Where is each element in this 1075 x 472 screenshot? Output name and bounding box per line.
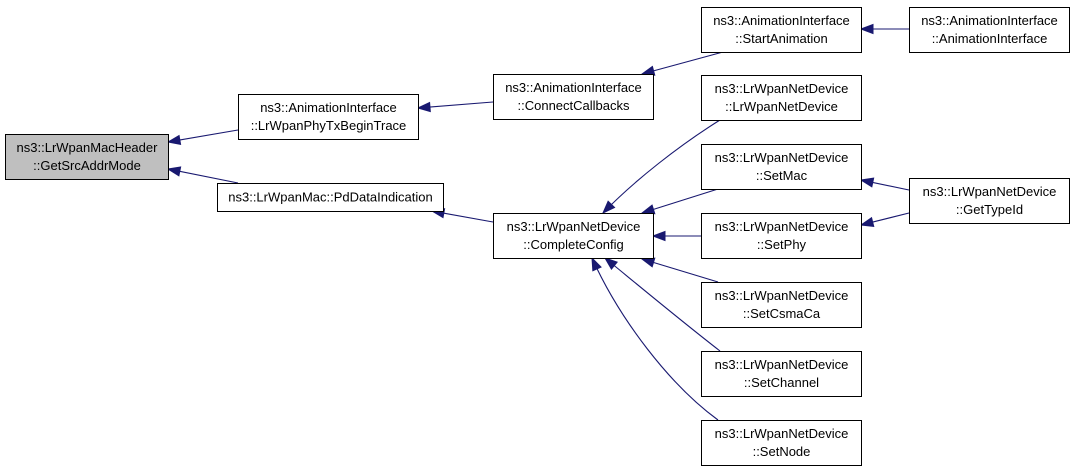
edge-setchan-to-complete-arrowhead [603, 257, 618, 270]
node-pddata[interactable]: ns3::LrWpanMac::PdDataIndication [217, 183, 444, 212]
node-box [701, 75, 862, 121]
node-label-line: ::GetTypeId [956, 202, 1023, 217]
edge-connect-to-phytx [427, 101, 494, 108]
node-label-line: ns3::LrWpanNetDevice [715, 219, 849, 234]
node-box [493, 213, 654, 259]
edge-connect-to-phytx-arrowhead [416, 101, 431, 113]
node-box [701, 351, 862, 397]
node-label-line: ns3::LrWpanMacHeader [17, 140, 159, 155]
edge-setmac-to-complete [651, 188, 719, 211]
node-setphy[interactable]: ns3::LrWpanNetDevice::SetPhy [701, 213, 862, 259]
edge-anim-to-start-arrowhead [859, 23, 874, 35]
edge-typeid-to-setmac [870, 181, 910, 191]
node-label-line: ns3::AnimationInterface [713, 13, 850, 28]
edge-phytx-to-root-arrowhead [166, 134, 182, 146]
node-box [701, 213, 862, 259]
node-setcsma[interactable]: ns3::LrWpanNetDevice::SetCsmaCa [701, 282, 862, 328]
node-label-line: ::SetNode [753, 444, 811, 459]
node-box [5, 134, 169, 180]
node-label-line: ns3::LrWpanNetDevice [507, 219, 641, 234]
node-setchan[interactable]: ns3::LrWpanNetDevice::SetChannel [701, 351, 862, 397]
node-label-line: ::ConnectCallbacks [518, 98, 630, 113]
node-start[interactable]: ns3::AnimationInterface::StartAnimation [701, 7, 862, 53]
edge-setnode-to-complete-arrowhead [591, 256, 602, 272]
node-box [701, 420, 862, 466]
node-box [909, 178, 1070, 224]
node-typeid[interactable]: ns3::LrWpanNetDevice::GetTypeId [909, 178, 1070, 224]
edge-complete-to-pddata [441, 212, 494, 223]
node-label-line: ns3::AnimationInterface [260, 100, 397, 115]
node-setmac[interactable]: ns3::LrWpanNetDevice::SetMac [701, 144, 862, 190]
node-root[interactable]: ns3::LrWpanMacHeader::GetSrcAddrMode [5, 134, 169, 180]
edge-start-to-connect [651, 51, 724, 72]
edge-setphy-to-complete-arrowhead [651, 230, 666, 242]
edge-typeid-to-setphy [870, 212, 910, 224]
nodes-layer: ns3::LrWpanMacHeader::GetSrcAddrModens3:… [5, 7, 1070, 466]
edge-setnode-to-complete [591, 257, 719, 421]
node-box [701, 282, 862, 328]
node-label-line: ::StartAnimation [735, 31, 828, 46]
edge-setcsma-to-complete [651, 261, 719, 283]
edge-ctor-to-complete [602, 119, 721, 214]
node-box [238, 94, 419, 140]
node-label-line: ::LrWpanNetDevice [725, 99, 838, 114]
edge-phytx-to-root [177, 129, 239, 141]
node-label-line: ::AnimationInterface [932, 31, 1048, 46]
node-label-line: ns3::LrWpanNetDevice [715, 150, 849, 165]
edge-setmac-to-complete-arrowhead [640, 204, 656, 215]
node-label-line: ::LrWpanPhyTxBeginTrace [251, 118, 407, 133]
node-box [217, 183, 444, 212]
node-box [701, 7, 862, 53]
edge-start-to-connect-arrowhead [640, 65, 656, 76]
node-label-line: ns3::AnimationInterface [505, 80, 642, 95]
node-ctor[interactable]: ns3::LrWpanNetDevice::LrWpanNetDevice [701, 75, 862, 121]
edge-setcsma-to-complete-arrowhead [640, 257, 656, 268]
node-setnode[interactable]: ns3::LrWpanNetDevice::SetNode [701, 420, 862, 466]
node-label-line: ::CompleteConfig [523, 237, 623, 252]
edge-pddata-to-root-arrowhead [166, 166, 182, 177]
edge-pddata-to-root [177, 170, 239, 184]
edge-setchan-to-complete [604, 257, 721, 352]
node-label-line: ns3::LrWpanNetDevice [715, 81, 849, 96]
node-label-line: ns3::LrWpanMac::PdDataIndication [228, 190, 433, 205]
node-label-line: ::GetSrcAddrMode [33, 158, 141, 173]
node-label-line: ::SetMac [756, 168, 808, 183]
node-anim[interactable]: ns3::AnimationInterface::AnimationInterf… [909, 7, 1070, 53]
node-box [909, 7, 1070, 53]
edge-typeid-to-setmac-arrowhead [859, 177, 875, 188]
node-label-line: ns3::AnimationInterface [921, 13, 1058, 28]
node-complete[interactable]: ns3::LrWpanNetDevice::CompleteConfig [493, 213, 654, 259]
node-box [701, 144, 862, 190]
node-phytx[interactable]: ns3::AnimationInterface::LrWpanPhyTxBegi… [238, 94, 419, 140]
node-label-line: ns3::LrWpanNetDevice [715, 288, 849, 303]
edge-typeid-to-setphy-arrowhead [859, 216, 875, 228]
node-box [493, 74, 654, 120]
node-label-line: ns3::LrWpanNetDevice [715, 357, 849, 372]
node-label-line: ::SetChannel [744, 375, 819, 390]
node-label-line: ::SetCsmaCa [743, 306, 821, 321]
edge-ctor-to-complete-arrowhead [602, 200, 616, 215]
node-label-line: ns3::LrWpanNetDevice [923, 184, 1057, 199]
node-label-line: ns3::LrWpanNetDevice [715, 426, 849, 441]
node-connect[interactable]: ns3::AnimationInterface::ConnectCallback… [493, 74, 654, 120]
node-label-line: ::SetPhy [757, 237, 807, 252]
